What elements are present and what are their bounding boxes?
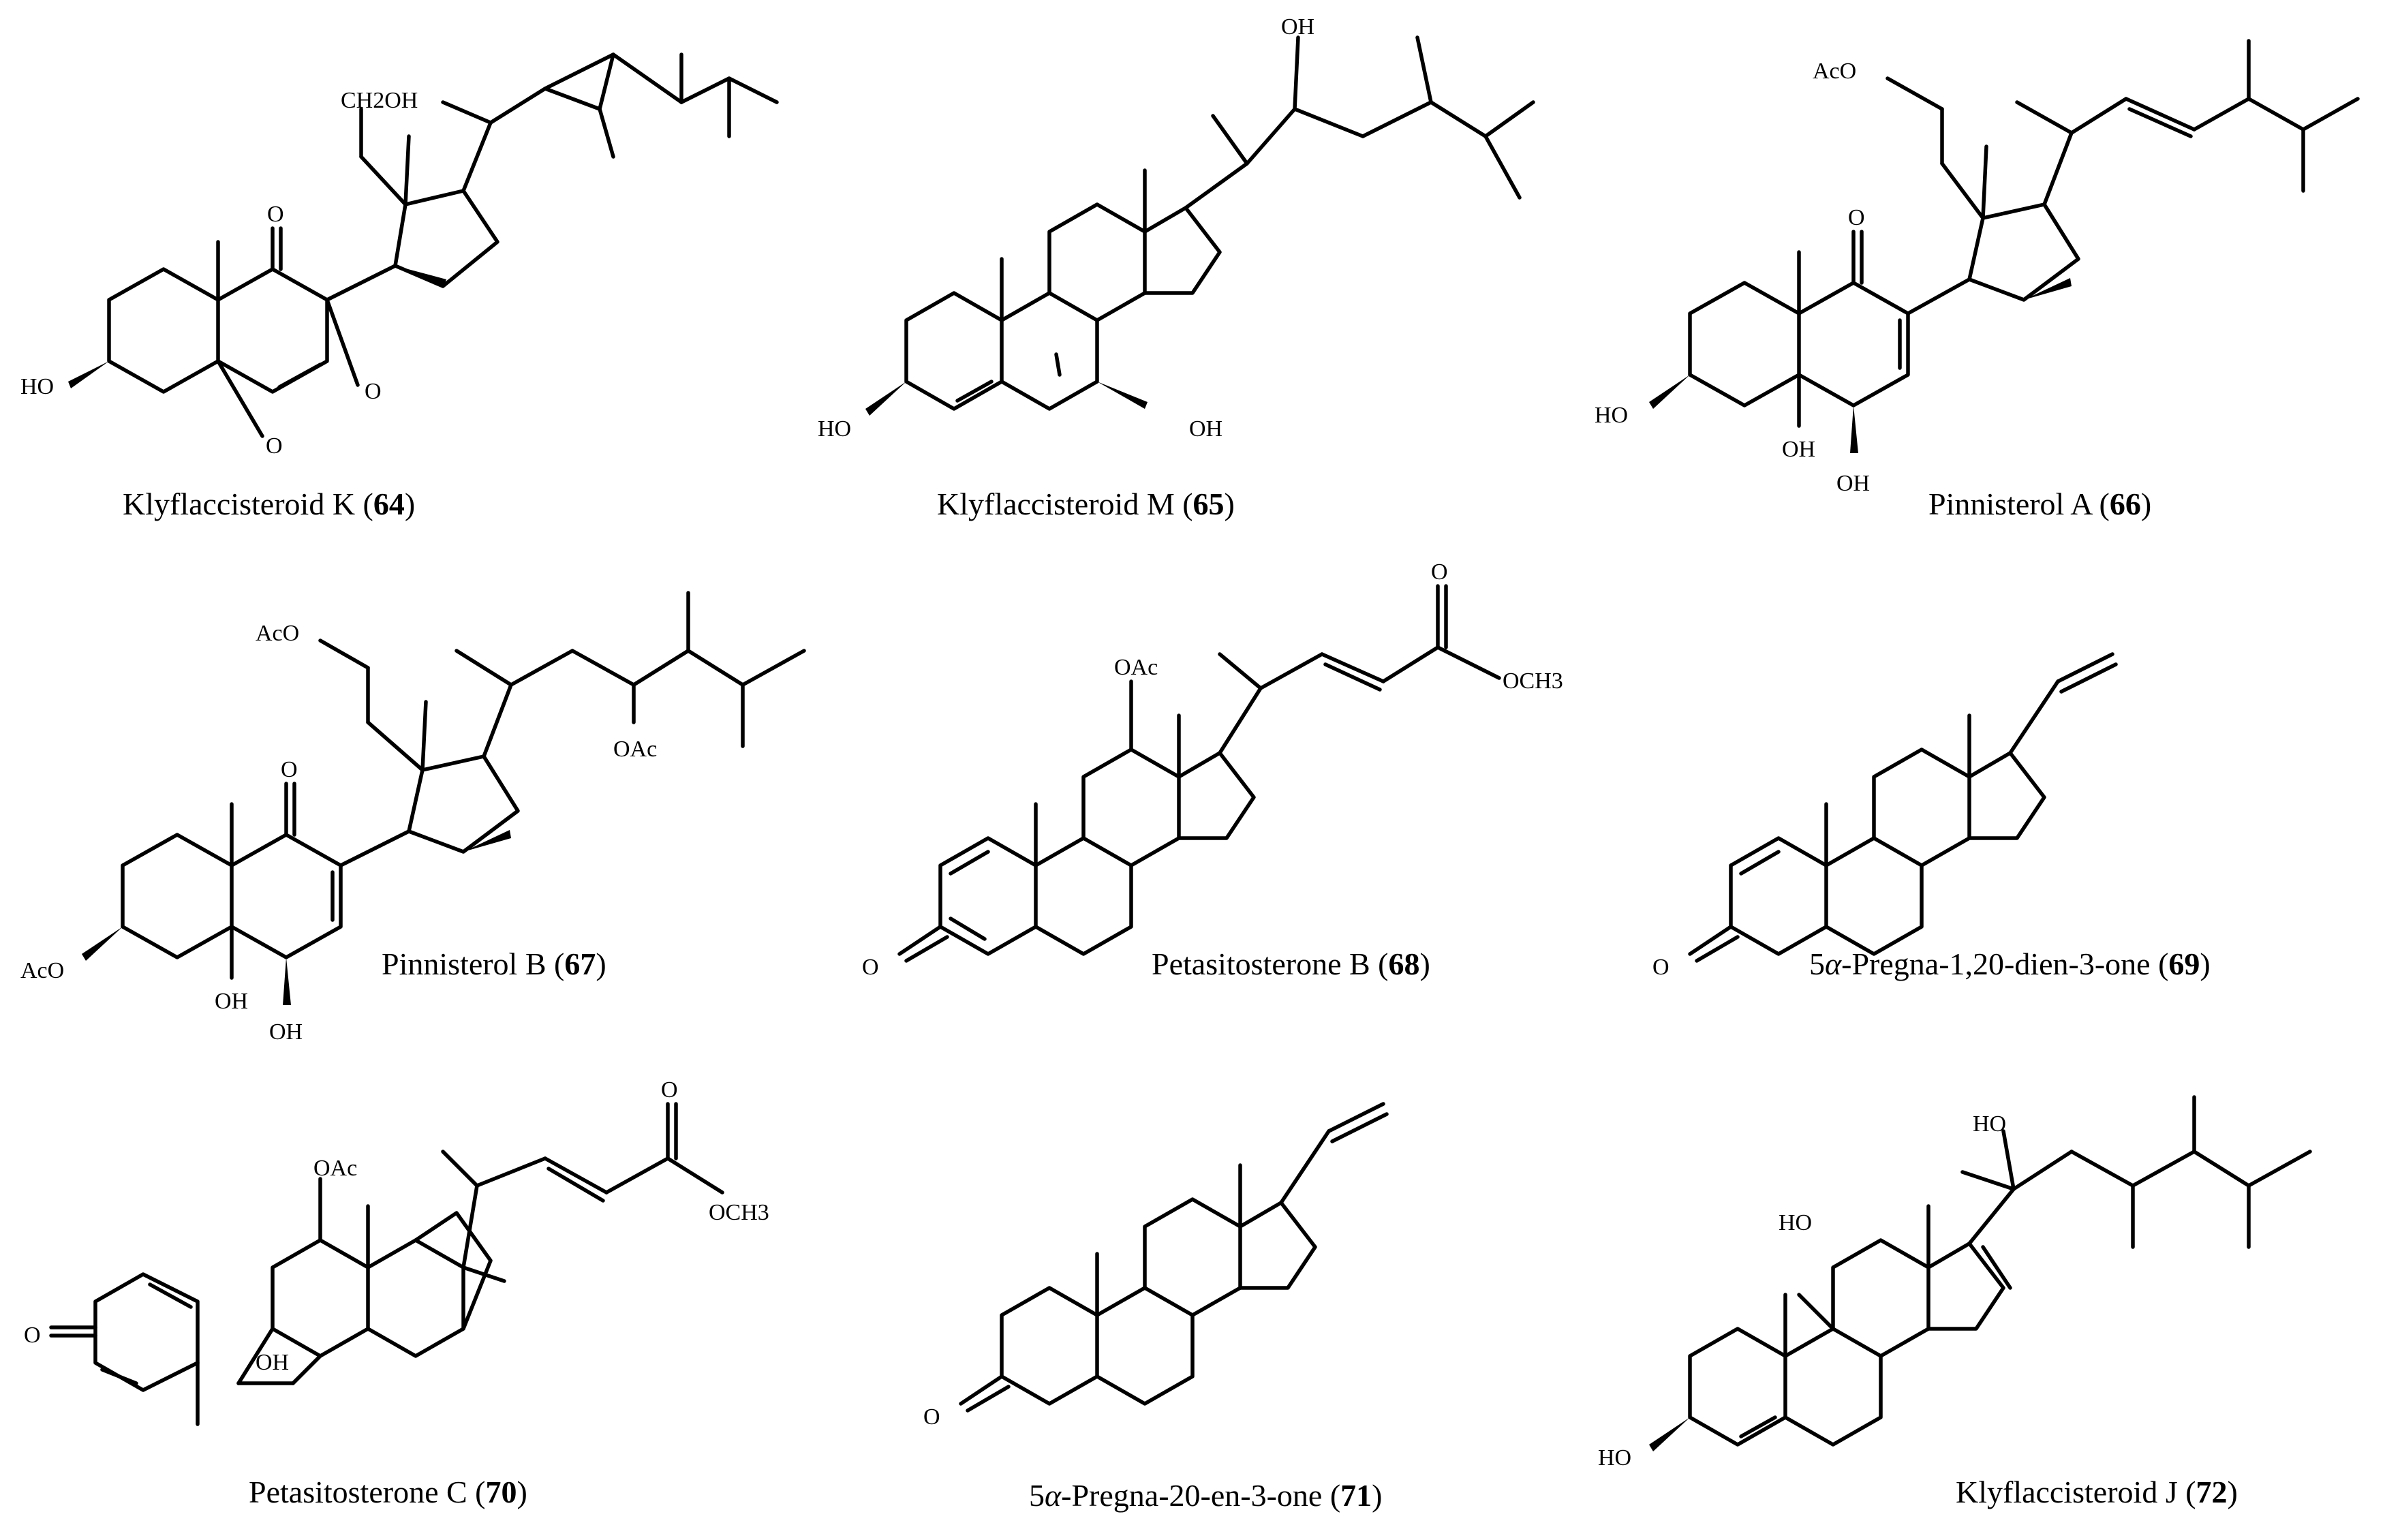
- caption-65: Klyflaccisteroid M (65): [937, 487, 1235, 521]
- label-o-peroxide-1-64: O: [365, 379, 382, 404]
- caption-number-65: 65: [1193, 487, 1225, 521]
- structure-72: [1649, 1095, 2312, 1451]
- caption-67: Pinnisterol B (67): [382, 946, 606, 981]
- caption-name-68: Petasitosterone B (: [1152, 946, 1389, 981]
- caption-71: 5α-Pregna-20-en-3-one (71): [1029, 1478, 1382, 1513]
- caption-name-72: Klyflaccisteroid J (: [1956, 1475, 2196, 1509]
- caption-greek-69: α: [1825, 946, 1842, 981]
- caption-close-71: ): [1372, 1478, 1382, 1513]
- label-o-peroxide-2-64: O: [266, 433, 283, 459]
- caption-66: Pinnisterol A (66): [1928, 487, 2151, 521]
- compound-67: AcO OAc AcO OH OH O Pinnisterol B (67): [20, 591, 806, 1045]
- caption-number-72: 72: [2196, 1475, 2228, 1509]
- label-ho3-72: HO: [1598, 1445, 1631, 1470]
- caption-name-69: -Pregna-1,20-dien-3-one (: [1841, 946, 2168, 981]
- caption-number-70: 70: [486, 1475, 517, 1509]
- label-o-ketone-66: O: [1848, 205, 1865, 230]
- caption-69: 5α-Pregna-1,20-dien-3-one (69): [1809, 946, 2211, 981]
- compound-68: OAc O OCH3 O Petasitosterone B (68): [862, 559, 1563, 981]
- label-och3-70: OCH3: [709, 1200, 769, 1225]
- caption-64: Klyflaccisteroid K (64): [123, 487, 415, 521]
- label-oh6-66: OH: [1836, 471, 1870, 496]
- caption-close-69: ): [2200, 946, 2210, 981]
- label-o-ketone-64: O: [267, 202, 284, 227]
- caption-name-67: Pinnisterol B (: [382, 946, 564, 981]
- caption-close-65: ): [1225, 487, 1235, 521]
- structure-68: [897, 584, 1501, 963]
- label-o-ester-70: O: [661, 1077, 678, 1103]
- label-o-enone-70: O: [24, 1323, 41, 1348]
- caption-close-67: ): [596, 946, 606, 981]
- label-aco-66: AcO: [1813, 59, 1856, 84]
- label-aco-chain-67: AcO: [256, 621, 299, 646]
- caption-68: Petasitosterone B (68): [1152, 946, 1430, 981]
- label-ho20-72: HO: [1973, 1111, 2006, 1137]
- label-oh-70: OH: [256, 1350, 289, 1375]
- caption-name-64: Klyflaccisteroid K (: [123, 487, 373, 521]
- label-oac-side-67: OAc: [613, 737, 657, 762]
- caption-number-71: 71: [1340, 1478, 1372, 1513]
- compound-65: HO OH OH Klyflaccisteroid M (65): [818, 14, 1535, 521]
- caption-name-65: Klyflaccisteroid M (: [937, 487, 1193, 521]
- label-oh6-67: OH: [269, 1019, 303, 1045]
- label-ho3-65: HO: [818, 416, 851, 442]
- label-oh7-65: OH: [1189, 416, 1222, 442]
- caption-72: Klyflaccisteroid J (72): [1956, 1475, 2238, 1509]
- caption-greek-71: α: [1045, 1478, 1062, 1513]
- caption-number-64: 64: [373, 487, 405, 521]
- compound-70: OAc O OCH3 O OH Petasitosterone C (70): [24, 1077, 769, 1509]
- caption-number-69: 69: [2168, 946, 2200, 981]
- label-oh5-66: OH: [1782, 437, 1815, 462]
- compound-72: HO HO HO Klyflaccisteroid J (72): [1598, 1095, 2312, 1509]
- label-ho3-64: HO: [20, 374, 54, 399]
- structure-65: [865, 35, 1535, 416]
- label-o3-71: O: [923, 1404, 940, 1430]
- caption-prefix-69: 5: [1809, 946, 1825, 981]
- label-o3-69: O: [1652, 955, 1670, 980]
- caption-close-64: ): [405, 487, 415, 521]
- label-oac12-68: OAc: [1114, 655, 1158, 680]
- caption-name-66: Pinnisterol A (: [1928, 487, 2110, 521]
- label-aco3-67: AcO: [20, 958, 64, 983]
- label-oh5-67: OH: [215, 989, 248, 1014]
- structure-66: [1649, 39, 2360, 453]
- caption-number-68: 68: [1389, 946, 1420, 981]
- caption-70: Petasitosterone C (70): [249, 1475, 527, 1509]
- label-o-ester-68: O: [1431, 559, 1448, 585]
- caption-close-72: ): [2228, 1475, 2238, 1509]
- structure-69: [1688, 652, 2118, 963]
- caption-number-66: 66: [2110, 487, 2141, 521]
- label-ch2oh-64: CH2OH: [341, 88, 418, 113]
- caption-close-68: ): [1420, 946, 1430, 981]
- compound-71: O 5α-Pregna-20-en-3-one (71): [923, 1102, 1389, 1513]
- caption-close-66: ): [2141, 487, 2151, 521]
- label-ho3-66: HO: [1595, 403, 1628, 428]
- label-o3-68: O: [862, 955, 879, 980]
- caption-name-71: -Pregna-20-en-3-one (: [1061, 1478, 1340, 1513]
- structure-70: [49, 1102, 724, 1426]
- label-ho11-72: HO: [1779, 1210, 1812, 1235]
- compound-64: CH2OH HO O O O Klyflaccisteroid K (64): [20, 52, 779, 521]
- caption-prefix-71: 5: [1029, 1478, 1045, 1513]
- caption-name-70: Petasitosterone C (: [249, 1475, 486, 1509]
- compound-66: AcO HO OH OH O Pinnisterol A (66): [1595, 39, 2360, 521]
- structure-64: [68, 52, 779, 438]
- caption-number-67: 67: [564, 946, 596, 981]
- structure-67: [82, 591, 806, 1005]
- caption-close-70: ): [517, 1475, 527, 1509]
- structure-71: [959, 1102, 1389, 1413]
- label-oac12-70: OAc: [313, 1156, 357, 1181]
- label-och3-68: OCH3: [1503, 668, 1563, 694]
- compound-69: O 5α-Pregna-1,20-dien-3-one (69): [1652, 652, 2211, 981]
- label-oh22-65: OH: [1281, 14, 1314, 40]
- label-o-ketone-67: O: [281, 757, 298, 782]
